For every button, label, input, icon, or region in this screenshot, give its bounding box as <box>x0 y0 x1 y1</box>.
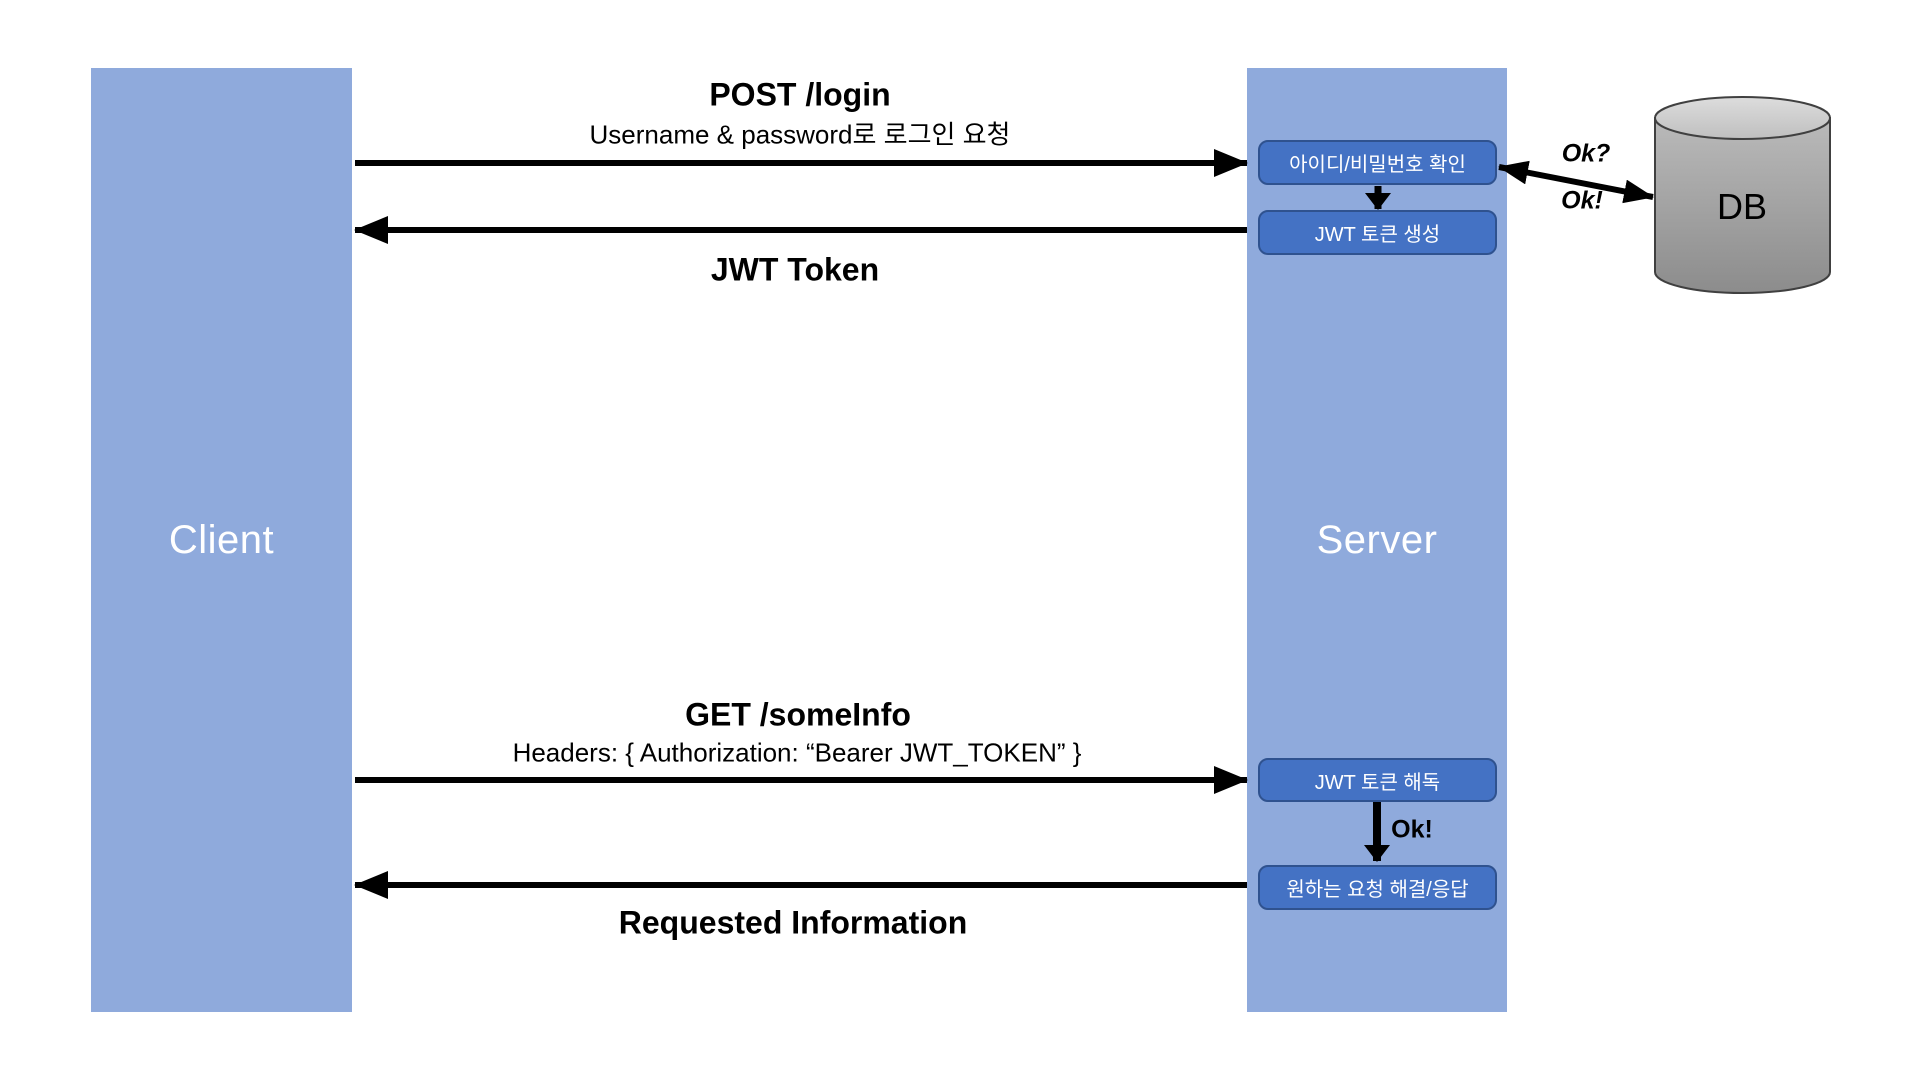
message-post-login-title: POST /login <box>709 76 891 113</box>
db-arrow-label-ok-answer: Ok! <box>1561 186 1603 215</box>
db-arrow-label-ok-question: Ok? <box>1561 139 1611 168</box>
message-jwt-token-title: JWT Token <box>710 251 880 288</box>
message-get-someinfo-title: GET /someInfo <box>685 696 911 733</box>
message-post-login-subtitle: Username & password로 로그인 요청 <box>589 119 1011 150</box>
step-decode-jwt: JWT 토큰 해독 <box>1258 758 1497 802</box>
step-resolve-respond: 원하는 요청 해결/응답 <box>1258 865 1497 910</box>
client-label: Client <box>168 517 275 562</box>
token-check-ok-label: Ok! <box>1391 815 1433 844</box>
step-verify-credentials: 아이디/비밀번호 확인 <box>1258 140 1497 185</box>
db-label: DB <box>1716 186 1768 227</box>
client-lane: Client <box>91 68 352 1012</box>
message-requested-information-title: Requested Information <box>618 904 968 941</box>
message-get-someinfo-subtitle: Headers: { Authorization: “Bearer JWT_TO… <box>512 737 1082 768</box>
step-create-jwt: JWT 토큰 생성 <box>1258 210 1497 255</box>
server-label: Server <box>1316 517 1438 562</box>
